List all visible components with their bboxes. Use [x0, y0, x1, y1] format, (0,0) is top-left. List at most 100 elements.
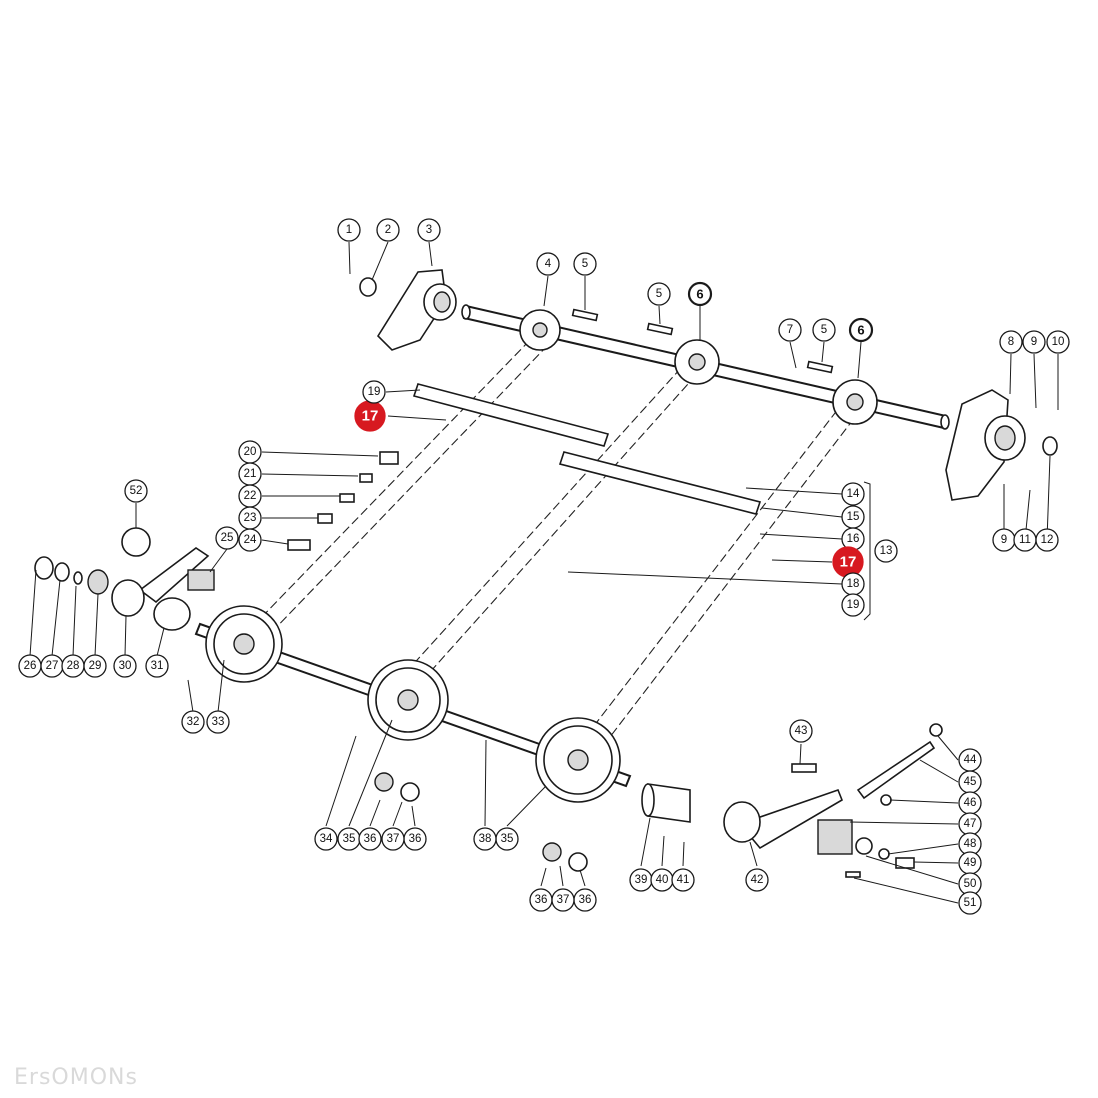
- svg-text:24: 24: [244, 534, 257, 546]
- callout-25: 25: [215, 526, 239, 550]
- svg-text:9: 9: [1031, 336, 1037, 348]
- callout-1: 1: [337, 218, 361, 242]
- upper-sprocket-left: [519, 309, 561, 351]
- svg-text:5: 5: [656, 288, 662, 300]
- callout-35b: 35: [495, 827, 519, 851]
- callout-35a: 35: [337, 827, 361, 851]
- callout-18: 18: [841, 572, 865, 596]
- svg-text:27: 27: [46, 660, 59, 672]
- callout-31: 31: [145, 654, 169, 678]
- callout-22: 22: [238, 484, 262, 508]
- callout-7: 7: [778, 318, 802, 342]
- clip-22: [339, 493, 355, 503]
- svg-text:17: 17: [362, 408, 379, 425]
- callout-21: 21: [238, 462, 262, 486]
- clip-23: [317, 513, 333, 524]
- svg-text:50: 50: [964, 878, 977, 890]
- svg-text:9: 9: [1001, 534, 1007, 546]
- washer-48: [878, 848, 890, 860]
- svg-text:16: 16: [847, 533, 860, 545]
- bolt-49: [895, 857, 915, 869]
- bearing-housing-left: [359, 269, 457, 351]
- svg-text:8: 8: [1008, 336, 1014, 348]
- svg-text:29: 29: [89, 660, 102, 672]
- bushing-39: [641, 783, 691, 823]
- callout-17b: 17: [832, 546, 864, 578]
- svg-text:41: 41: [677, 874, 690, 886]
- callout-37a: 37: [381, 827, 405, 851]
- svg-text:23: 23: [244, 512, 257, 524]
- callout-43: 43: [789, 719, 813, 743]
- svg-text:15: 15: [847, 511, 860, 523]
- svg-text:6: 6: [696, 287, 703, 302]
- nut-44: [929, 723, 943, 737]
- callout-28: 28: [61, 654, 85, 678]
- svg-text:19: 19: [847, 599, 860, 611]
- lower-wheel-right: [535, 717, 621, 803]
- pin-51: [845, 871, 861, 878]
- callout-6a: 6: [687, 281, 713, 307]
- conveyor-chains: [224, 339, 863, 781]
- key-5c: [806, 360, 834, 374]
- callout-41: 41: [671, 868, 695, 892]
- svg-text:42: 42: [751, 874, 764, 886]
- callout-51: 51: [958, 891, 982, 915]
- key-5a: [571, 308, 599, 322]
- svg-text:6: 6: [857, 323, 864, 338]
- svg-text:40: 40: [656, 874, 669, 886]
- clip-21: [359, 473, 373, 483]
- callout-5a: 5: [573, 252, 597, 276]
- lower-wheel-middle: [367, 659, 449, 741]
- svg-text:25: 25: [221, 532, 234, 544]
- svg-text:17: 17: [840, 554, 857, 571]
- callout-24: 24: [238, 528, 262, 552]
- callouts: 1 2 3 4 5 5 5 6 6 7 8 9 9 10 11 12 13 14…: [18, 218, 1070, 915]
- callout-49: 49: [958, 851, 982, 875]
- svg-text:49: 49: [964, 857, 977, 869]
- svg-text:47: 47: [964, 818, 977, 830]
- callout-29: 29: [83, 654, 107, 678]
- bearing-37b: [400, 782, 420, 802]
- callout-11: 11: [1013, 528, 1037, 552]
- callout-36a: 36: [358, 827, 382, 851]
- plate-52: [121, 527, 151, 557]
- svg-text:18: 18: [847, 578, 860, 590]
- watermark: ErsOMONs: [14, 1065, 138, 1090]
- clip-24: [287, 539, 311, 551]
- svg-text:10: 10: [1052, 336, 1065, 348]
- svg-text:33: 33: [212, 716, 225, 728]
- bearing-37c: [542, 842, 562, 862]
- svg-text:3: 3: [426, 224, 432, 236]
- callout-6b: 6: [848, 317, 874, 343]
- svg-text:11: 11: [1019, 534, 1031, 546]
- svg-text:36: 36: [409, 833, 422, 845]
- svg-text:28: 28: [67, 660, 80, 672]
- bolt-43: [791, 763, 817, 773]
- svg-text:5: 5: [821, 324, 827, 336]
- callout-17a: 17: [354, 400, 386, 432]
- svg-text:44: 44: [964, 754, 977, 766]
- bearing-37a: [374, 772, 394, 792]
- key-5b: [646, 322, 674, 336]
- svg-text:38: 38: [479, 833, 492, 845]
- callout-45: 45: [958, 770, 982, 794]
- disc-50: [855, 837, 873, 855]
- callout-37b: 37: [551, 888, 575, 912]
- callout-30: 30: [113, 654, 137, 678]
- svg-text:4: 4: [545, 258, 552, 270]
- bearing-29: [87, 569, 109, 595]
- bearing-37d: [568, 852, 588, 872]
- svg-text:30: 30: [119, 660, 132, 672]
- callout-36d: 36: [573, 888, 597, 912]
- arm-42: [723, 788, 843, 850]
- upper-sprocket-middle: [674, 339, 720, 385]
- callout-26: 26: [18, 654, 42, 678]
- arm-30: [111, 547, 210, 617]
- callout-36c: 36: [529, 888, 553, 912]
- svg-text:36: 36: [535, 894, 548, 906]
- block-25: [187, 569, 215, 591]
- svg-text:35: 35: [343, 833, 356, 845]
- callout-8: 8: [999, 330, 1023, 354]
- clip-20: [379, 451, 399, 465]
